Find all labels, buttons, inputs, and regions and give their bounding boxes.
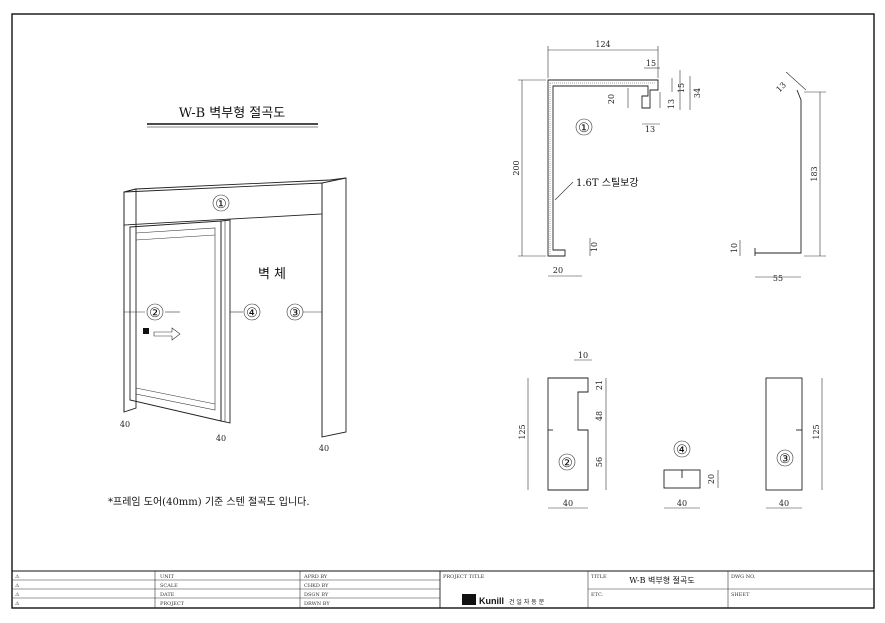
p1-dim-34: 34 — [693, 88, 702, 98]
profile-4-section — [663, 469, 719, 509]
p3-dim-40: 40 — [779, 499, 789, 508]
profile-2-section — [527, 359, 607, 509]
pr-dim-13: 13 — [774, 80, 788, 94]
tb-chkd: CHKD BY — [304, 583, 329, 589]
p2-dim-21: 21 — [595, 380, 604, 390]
p1-dim-10: 10 — [590, 242, 599, 252]
pr-dim-183: 183 — [810, 166, 819, 181]
p1-dim-20: 20 — [607, 94, 616, 104]
tb-dwg-label: DWG NO. — [731, 574, 756, 580]
callout-4-door-label: ④ — [246, 306, 258, 321]
callout-1-door — [212, 194, 230, 212]
callout-4-door — [243, 303, 261, 321]
drawing-title: W-B 벽부형 절곡도 — [179, 106, 285, 121]
door-dim-right: 40 — [319, 444, 329, 453]
sheet-border — [11, 13, 875, 609]
p1-steel-note: 1.6T 스틸보강 — [576, 176, 639, 189]
rev-mark-4: ⚠ — [15, 601, 20, 607]
callout-3-profile-label: ③ — [779, 452, 791, 467]
door-frame-illustration — [123, 177, 347, 438]
tb-aprd: APRD BY — [303, 574, 328, 580]
p2-dim-125: 125 — [518, 424, 527, 439]
tb-project-title-label: PROJECT TITLE — [443, 574, 485, 580]
drawing-note: *프레임 도어(40mm) 기준 스텐 절곡도 입니다. — [108, 495, 310, 508]
p1-dim-200: 200 — [512, 160, 521, 175]
p1-dim-15b: 15 — [677, 83, 686, 93]
p2-dim-56: 56 — [595, 457, 604, 467]
callout-2-door-label: ② — [149, 306, 161, 321]
profile-right-section — [739, 71, 826, 278]
company-logo-text: Kunill — [479, 596, 504, 606]
p4-dim-20: 20 — [707, 474, 716, 484]
profile-1-section — [518, 46, 691, 277]
callout-4-profile-label: ④ — [676, 443, 688, 458]
callout-4-profile — [673, 440, 691, 458]
p3-dim-125: 125 — [812, 424, 821, 439]
rev-mark-3: ⚠ — [15, 592, 20, 598]
callout-2-profile-label: ② — [561, 456, 573, 471]
tb-title-label: TITLE — [591, 574, 607, 580]
profile-3-section — [765, 377, 823, 509]
tb-dsgn: DSGN BY — [304, 592, 329, 598]
p1-dim-13a: 13 — [667, 99, 676, 109]
tb-sheet-label: SHEET — [731, 592, 750, 598]
tb-drwn: DRWN BY — [304, 601, 330, 607]
wall-label: 벽 체 — [258, 267, 286, 282]
pr-dim-10: 10 — [730, 243, 739, 253]
callout-1-profile-label: ① — [578, 121, 590, 136]
tb-unit: UNIT — [160, 574, 175, 580]
p2-dim-10: 10 — [578, 351, 588, 360]
p2-dim-48: 48 — [595, 411, 604, 421]
callout-3-door-label: ③ — [289, 306, 301, 321]
door-dim-middle: 40 — [216, 434, 226, 443]
callout-2-door — [146, 303, 164, 321]
callout-1-profile — [575, 118, 593, 136]
p1-dim-13b: 13 — [645, 125, 655, 134]
callout-3-profile — [776, 449, 794, 467]
tb-project: PROJECT — [160, 601, 185, 607]
tb-date: DATE — [160, 592, 175, 598]
callout-3-door — [286, 303, 304, 321]
title-block — [12, 570, 874, 608]
rev-mark-1: ⚠ — [15, 574, 20, 580]
company-korean-name: 건 일 자 동 문 — [509, 598, 545, 606]
door-dim-left: 40 — [120, 420, 130, 429]
callout-1-door-label: ① — [215, 197, 227, 212]
tb-etc-label: ETC. — [591, 592, 604, 598]
rev-mark-2: ⚠ — [15, 583, 20, 589]
p4-dim-40: 40 — [677, 499, 687, 508]
callout-2-profile — [558, 453, 576, 471]
p1-dim-124: 124 — [595, 40, 610, 49]
p1-dim-15a: 15 — [646, 59, 656, 68]
p2-dim-40: 40 — [563, 499, 573, 508]
pr-dim-55: 55 — [773, 274, 783, 283]
tb-title-value: W-B 벽부형 절곡도 — [629, 575, 694, 585]
tb-scale: SCALE — [160, 583, 178, 589]
p1-dim-20b: 20 — [553, 266, 563, 275]
